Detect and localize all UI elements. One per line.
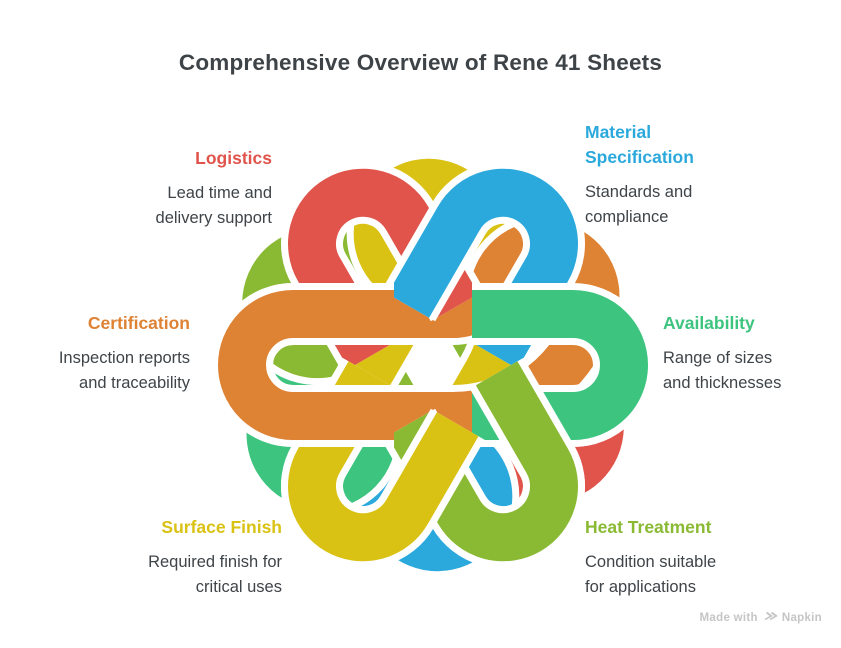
section-surface-finish-body: Required finish for critical uses [148,553,282,596]
section-certification-body: Inspection reports and traceability [58,349,190,392]
napkin-logo-icon [761,610,778,625]
page-title: Comprehensive Overview of Rene 41 Sheets [178,50,663,75]
section-logistics-body: Lead time and delivery support [155,184,272,227]
section-heat-treatment-body: Condition suitable for applications [585,553,717,596]
watermark-made-with-text: Made with [699,611,758,624]
section-availability-title: Availability [663,313,755,333]
section-availability: Availability Range of sizes and thicknes… [663,311,838,396]
section-logistics: Logistics Lead time and delivery support [60,146,272,231]
section-material-specification: Material Specification Standards and com… [585,120,800,230]
section-surface-finish: Surface Finish Required finish for criti… [82,515,282,600]
watermark-brand-text: Napkin [781,611,822,624]
section-material-specification-title: Material Specification [585,122,694,167]
section-logistics-title: Logistics [195,148,272,168]
section-surface-finish-title: Surface Finish [161,517,282,537]
section-certification: Certification Inspection reports and tra… [0,311,190,396]
section-heat-treatment: Heat Treatment Condition suitable for ap… [585,515,800,600]
section-certification-title: Certification [87,313,190,333]
section-material-specification-body: Standards and compliance [585,183,693,226]
section-heat-treatment-title: Heat Treatment [585,517,712,537]
section-availability-body: Range of sizes and thicknesses [663,349,782,392]
watermark: Made with Napkin [700,610,822,625]
